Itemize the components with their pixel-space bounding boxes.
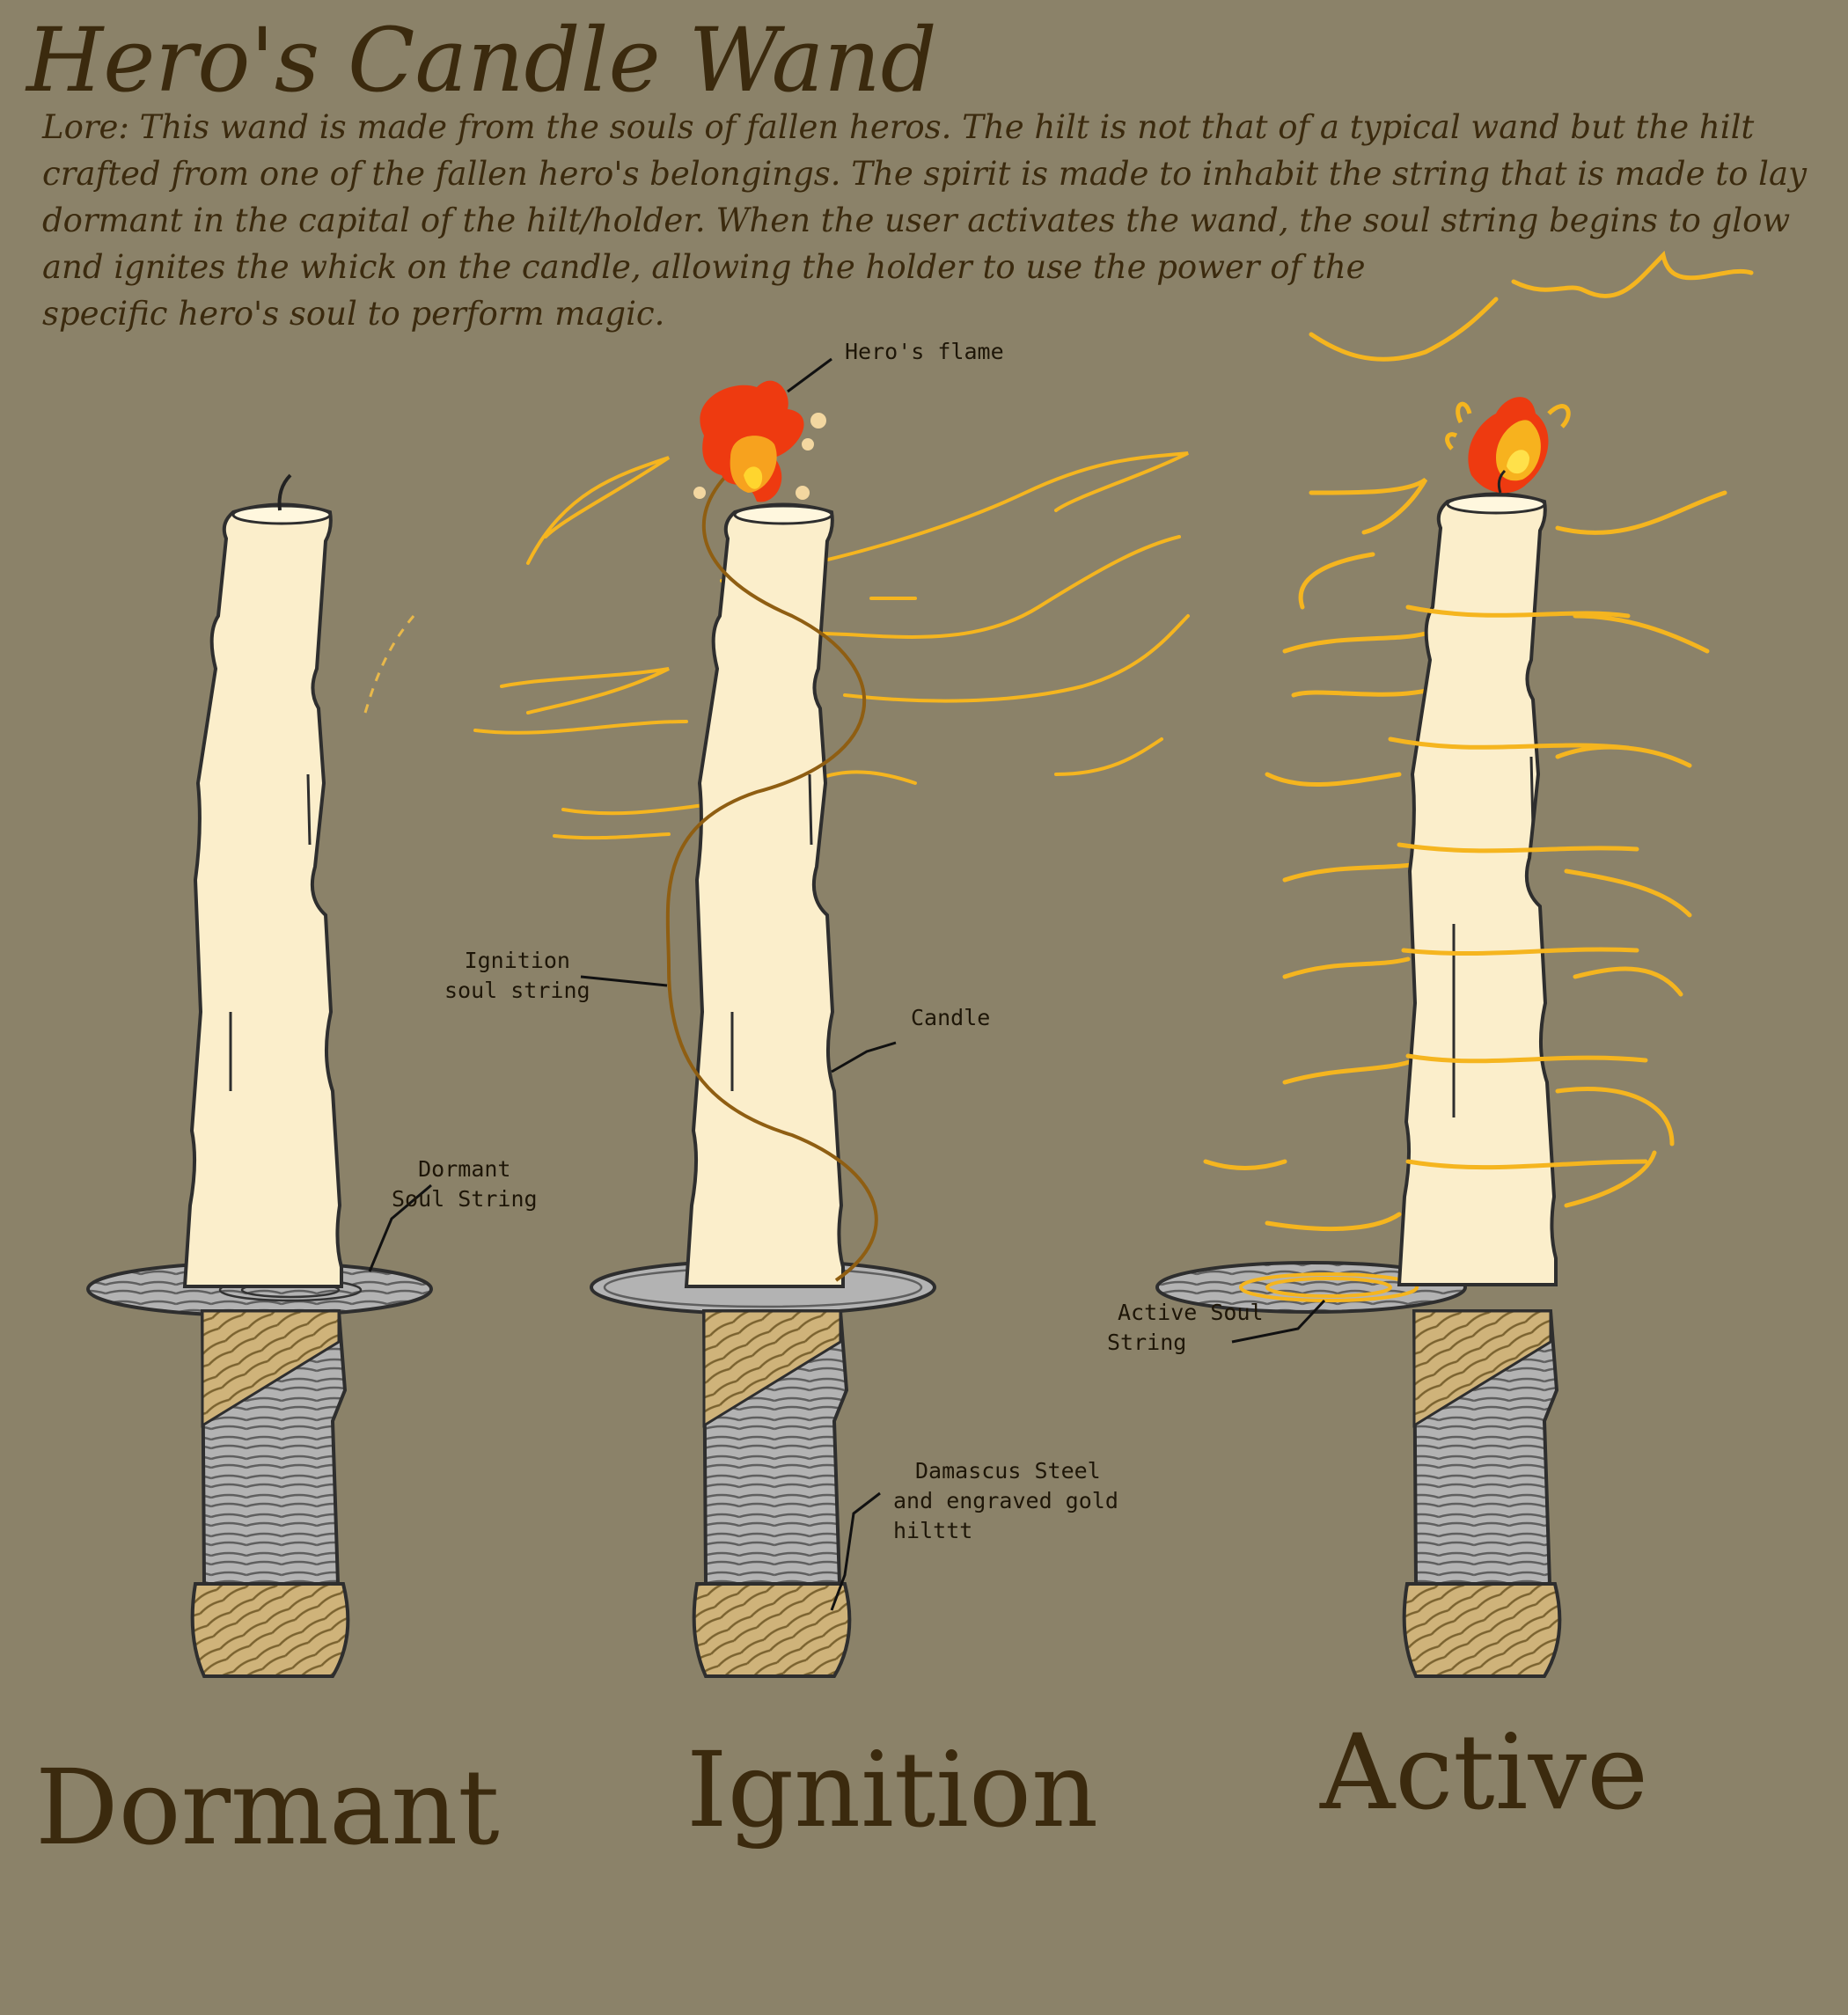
active-guard [1155, 1261, 1467, 1314]
active-label-line: String [1107, 1330, 1187, 1355]
dormant-wand [86, 473, 433, 1678]
active-flame-icon [1445, 397, 1571, 494]
dormant-label-line: Soul String [392, 1186, 538, 1212]
hilt-label: Damascus Steel and engraved gold hilttt [893, 1456, 1118, 1546]
candle-label: Candle [911, 1005, 991, 1030]
hilt-label-line: hilttt [893, 1518, 973, 1543]
ignition-glow-swirls [473, 451, 1190, 840]
lore-line: Lore: This wand is made from the souls o… [42, 108, 1755, 146]
ignition-pommel [692, 1582, 852, 1678]
lore-line: dormant in the capital of the hilt/holde… [42, 202, 1791, 239]
hilt-label-line: Damascus Steel [915, 1458, 1101, 1484]
active-soul-string-label: Active Soul String [1107, 1298, 1264, 1358]
ignition-soul-string-label: Ignition soul string [444, 946, 590, 1006]
lore-line: specific hero's soul to perform magic. [42, 295, 665, 333]
lore-text: Lore: This wand is made from the souls o… [42, 104, 1837, 337]
lore-line: crafted from one of the fallen hero's be… [42, 155, 1807, 193]
dormant-label-line: Dormant [418, 1156, 511, 1182]
active-wand [1155, 250, 1754, 1678]
ignition-candle [684, 502, 845, 1288]
lore-line: and ignites the whick on the candle, all… [42, 248, 1366, 286]
ignition-soul-string [665, 456, 878, 1282]
flame-leader [787, 357, 832, 393]
active-glow-swirls [1203, 250, 1754, 1232]
stage-dormant: Dormant [35, 1747, 500, 1868]
active-pommel [1402, 1582, 1562, 1678]
hilt-leader [830, 1491, 881, 1611]
dormant-candle [182, 502, 343, 1288]
page-title: Hero's Candle Wand [26, 9, 937, 112]
active-label-line: Active Soul [1118, 1300, 1264, 1325]
active-string-leader [1231, 1299, 1326, 1344]
ignition-string-leader [580, 975, 668, 987]
candle-leader [831, 1041, 897, 1073]
dormant-soul-string-label: Dormant Soul String [392, 1154, 538, 1214]
stage-active: Active [1320, 1711, 1648, 1833]
heros-flame-icon [693, 380, 826, 502]
ignition-wand [473, 357, 1190, 1678]
dormant-string-leader [368, 1183, 432, 1272]
dormant-wisp [363, 615, 415, 714]
ignition-label-line: Ignition [464, 948, 570, 973]
active-candle [1397, 492, 1558, 1286]
heros-flame-label: Hero's flame [845, 339, 1004, 364]
dormant-pommel [190, 1582, 350, 1678]
ignition-label-line: soul string [444, 978, 590, 1003]
stage-ignition: Ignition [686, 1729, 1099, 1850]
hilt-label-line: and engraved gold [893, 1488, 1118, 1513]
